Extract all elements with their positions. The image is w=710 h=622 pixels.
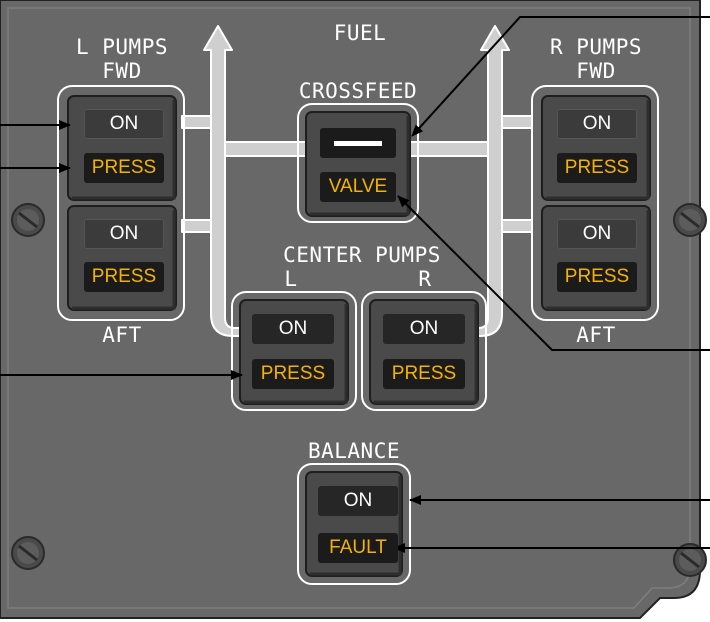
right-aft-on-light: ON bbox=[557, 219, 637, 249]
left-pumps-aft-label: AFT bbox=[102, 323, 142, 347]
center-pumps-right-label: R bbox=[418, 267, 432, 291]
center-pumps-title: CENTER PUMPS bbox=[283, 243, 441, 267]
left-fwd-press-light: PRESS bbox=[84, 153, 164, 183]
balance-on-light: ON bbox=[318, 486, 398, 516]
screw-icon bbox=[11, 536, 45, 570]
right-pumps-aft-label: AFT bbox=[576, 323, 616, 347]
right-fwd-press-light: PRESS bbox=[557, 153, 637, 183]
screw-icon bbox=[673, 543, 707, 577]
right-aft-press-light: PRESS bbox=[557, 262, 637, 292]
panel-title: FUEL bbox=[333, 21, 387, 45]
left-fwd-on-light: ON bbox=[84, 109, 164, 139]
crossfeed-title: CROSSFEED bbox=[298, 79, 418, 103]
callout-leaders bbox=[0, 16, 710, 553]
crossfeed-valve-light: VALVE bbox=[320, 172, 396, 202]
screw-icon bbox=[11, 203, 45, 237]
screw-icon bbox=[673, 203, 707, 237]
center-right-on-light: ON bbox=[383, 314, 465, 344]
balance-fault-light: FAULT bbox=[318, 533, 398, 563]
center-left-press-light: PRESS bbox=[252, 359, 334, 389]
crossfeed-valve-position-indicator bbox=[320, 128, 396, 158]
right-pumps-fwd-label: FWD bbox=[576, 59, 616, 83]
left-aft-press-light: PRESS bbox=[84, 262, 164, 292]
left-aft-on-light: ON bbox=[84, 219, 164, 249]
balance-title: BALANCE bbox=[307, 439, 400, 463]
right-pumps-header: R PUMPS bbox=[549, 35, 642, 59]
right-fwd-on-light: ON bbox=[557, 109, 637, 139]
left-pumps-fwd-label: FWD bbox=[102, 59, 142, 83]
left-pumps-header: L PUMPS bbox=[75, 35, 168, 59]
center-pumps-left-label: L bbox=[284, 267, 298, 291]
center-right-press-light: PRESS bbox=[383, 359, 465, 389]
center-left-on-light: ON bbox=[252, 314, 334, 344]
